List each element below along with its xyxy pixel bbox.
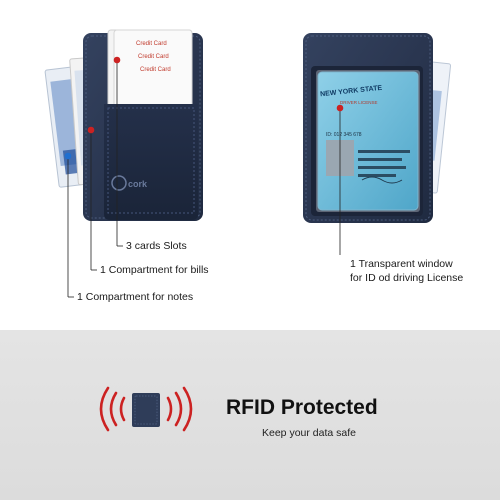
callout-cards-slots: 3 cards Slots bbox=[126, 240, 187, 252]
id-card bbox=[317, 71, 419, 211]
rfid-shield-icon bbox=[99, 386, 193, 432]
brand-text: cork bbox=[128, 179, 148, 189]
right-wallet bbox=[303, 33, 452, 223]
brand-logo-icon bbox=[111, 175, 127, 191]
callout-dot-notes bbox=[64, 152, 72, 160]
id-number: ID: 012 345 678 bbox=[326, 132, 362, 138]
front-pocket bbox=[104, 104, 198, 220]
callout-window-line2: for ID od driving License bbox=[350, 272, 464, 284]
callout-dot-cards bbox=[113, 56, 121, 64]
callout-window-line1: 1 Transparent window bbox=[350, 258, 453, 270]
rfid-banner bbox=[0, 330, 500, 500]
id-type: DRIVER LICENSE bbox=[340, 100, 378, 105]
left-wallet bbox=[44, 29, 203, 221]
callout-lines-left bbox=[67, 60, 123, 298]
credit-card-labels: Credit Card Credit Card Credit Card bbox=[136, 38, 186, 77]
callout-notes: 1 Compartment for notes bbox=[77, 291, 194, 303]
credit-card-label-3: Credit Card bbox=[140, 67, 171, 73]
callout-dot-window bbox=[336, 104, 344, 112]
credit-card-label-1: Credit Card bbox=[136, 41, 167, 47]
rfid-wallet-icon bbox=[132, 393, 160, 427]
rfid-subtitle: Keep your data safe bbox=[262, 427, 356, 439]
credit-card-label-2: Credit Card bbox=[138, 54, 169, 60]
callout-dot-bills bbox=[87, 126, 95, 134]
callout-bills: 1 Compartment for bills bbox=[100, 264, 209, 276]
rfid-title: RFID Protected bbox=[226, 396, 378, 419]
